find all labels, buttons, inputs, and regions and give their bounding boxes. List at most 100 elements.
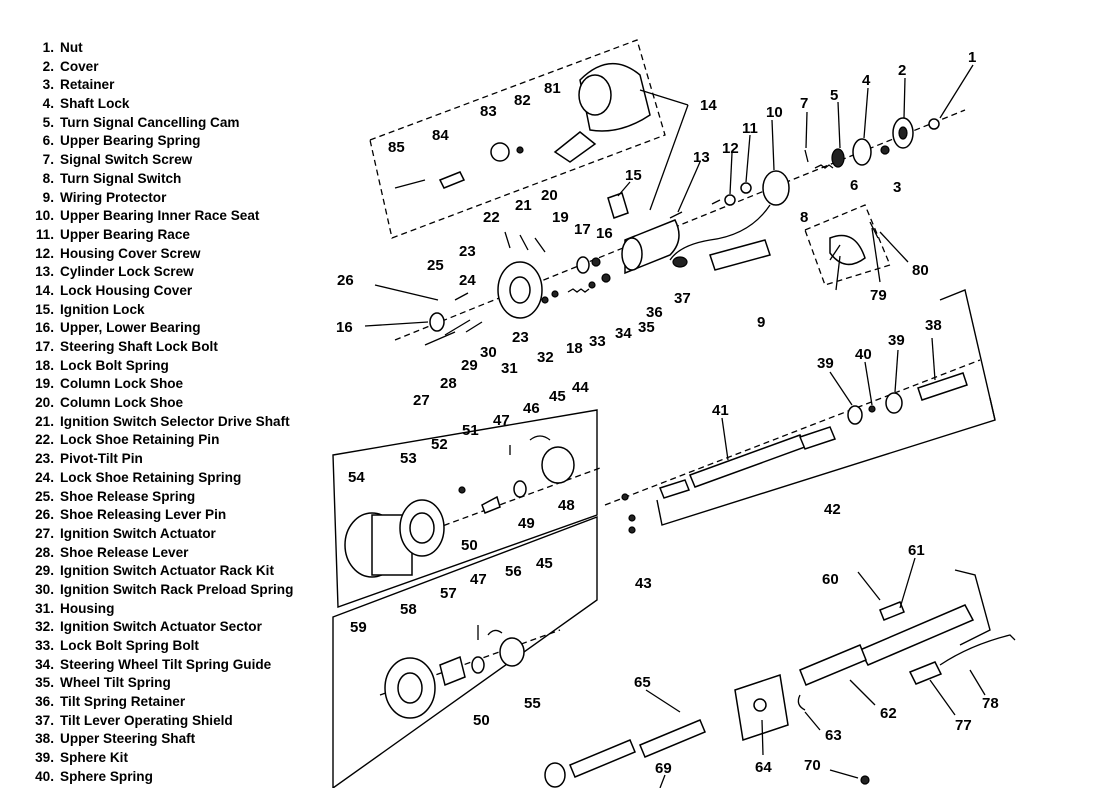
legend-item-number: 12. (35, 245, 54, 261)
callout-26: 26 (337, 272, 354, 289)
callout-28: 28 (440, 375, 457, 392)
legend-item-label: Housing (60, 600, 115, 616)
legend-item: 14.Lock Housing Cover (18, 282, 338, 301)
kit-part-85 (394, 179, 426, 189)
legend-item-number: 19. (35, 376, 54, 392)
legend-item: 30. Ignition Switch Rack Preload Spring (18, 581, 338, 600)
callout-19: 19 (552, 209, 569, 226)
callout-47-upper: 47 (493, 412, 510, 429)
callout-5: 5 (830, 87, 838, 104)
legend-item-label: Ignition Switch Actuator Rack Kit (60, 563, 274, 579)
callout-2: 2 (898, 62, 906, 79)
part-63 (797, 694, 806, 711)
callout-11: 11 (742, 120, 758, 137)
legend-item: 9.Wiring Protector (18, 189, 338, 208)
callout-10: 10 (766, 104, 783, 121)
legend-item-label: Lock Shoe Retaining Pin (60, 432, 220, 448)
callout-43: 43 (635, 575, 652, 592)
legend-item-number: 17. (35, 339, 54, 354)
callout-34: 34 (615, 325, 632, 342)
callout-82: 82 (514, 92, 531, 109)
callout-13: 13 (693, 149, 710, 166)
legend-item-label: Cover (60, 58, 99, 74)
kit-part-82 (516, 146, 524, 154)
callout-48: 48 (558, 497, 575, 514)
legend-item-number: 36. (35, 694, 54, 710)
callout-16-left: 16 (336, 319, 353, 336)
callout-61: 61 (908, 542, 925, 559)
cover-center (898, 126, 908, 140)
legend-item-label: Steering Shaft Lock Bolt (60, 339, 218, 354)
legend-item: 13.Cylinder Lock Screw (18, 263, 338, 282)
callout-51: 51 (462, 422, 479, 439)
legend-item: 26.Shoe Releasing Lever Pin (18, 506, 338, 525)
legend-item-number: 11. (35, 226, 54, 242)
legend-item: 11.Upper Bearing Race (18, 226, 338, 245)
part-50-upper (481, 495, 501, 514)
legend-item-number: 4. (42, 96, 54, 112)
callout-54: 54 (348, 469, 365, 486)
legend-item-number: 18. (35, 357, 54, 373)
lower-shaft-part (689, 434, 806, 488)
legend-item-number: 28. (35, 544, 54, 560)
legend-item-number: 31. (35, 600, 54, 616)
callout-60: 60 (822, 571, 839, 588)
tilt-shield-part (601, 273, 611, 283)
legend-item: 35.Wheel Tilt Spring (18, 674, 338, 693)
callout-56: 56 (505, 563, 522, 580)
legend-item-number: 35. (35, 675, 54, 691)
legend-item: 37.Tilt Lever Operating Shield (18, 712, 338, 731)
legend-item-number: 30. (35, 581, 54, 597)
legend-item-label: Ignition Switch Rack Preload Spring (60, 581, 294, 597)
callout-35: 35 (638, 319, 655, 336)
legend-item-label: Pivot-Tilt Pin (60, 451, 143, 467)
callout-3: 3 (893, 179, 901, 196)
lock-housing-cover-kit-end (578, 74, 612, 116)
callout-79: 79 (870, 287, 887, 304)
legend-item-label: Lock Bolt Spring (60, 357, 169, 373)
legend-item: 33.Lock Bolt Spring Bolt (18, 637, 338, 656)
legend-item-number: 26. (35, 507, 54, 523)
legend-item: 36. Tilt Spring Retainer (18, 693, 338, 712)
callout-77: 77 (955, 717, 972, 734)
callout-22: 22 (483, 209, 500, 226)
lever-part-28 (444, 319, 471, 336)
callout-14: 14 (700, 97, 717, 114)
part-64-hole (753, 698, 767, 712)
legend-item-label: Column Lock Shoe (60, 376, 184, 392)
legend-item: 18. Lock Bolt Spring (18, 357, 338, 376)
legend-item: 19. Column Lock Shoe (18, 375, 338, 394)
callout-40: 40 (855, 346, 872, 363)
part-62-tube (799, 644, 867, 686)
callout-63: 63 (825, 727, 842, 744)
legend-item-label: Turn Signal Cancelling Cam (60, 114, 240, 130)
lower-bearing-part (429, 312, 445, 332)
callout-23-bottom: 23 (512, 329, 529, 346)
part-58 (439, 655, 466, 687)
part-43-b (628, 514, 636, 522)
part-56 (487, 629, 503, 636)
callout-53: 53 (400, 450, 417, 467)
callout-7: 7 (800, 95, 808, 112)
legend-item-label: Tilt Spring Retainer (60, 694, 186, 710)
legend-item-label: Cylinder Lock Screw (60, 264, 194, 280)
legend-item-label: Upper Bearing Spring (60, 133, 201, 149)
legend-item-number: 3. (42, 77, 54, 93)
wiring-protector-part (709, 239, 771, 271)
kit-part-81 (553, 131, 597, 163)
shaft-axis-line (604, 359, 981, 506)
legend-item-number: 9. (42, 189, 54, 205)
callout-81: 81 (544, 80, 561, 97)
callout-6: 6 (850, 177, 858, 194)
part-43-c (628, 526, 636, 534)
callout-59: 59 (350, 619, 367, 636)
part-46 (529, 435, 551, 441)
callout-12: 12 (722, 140, 739, 157)
part-lower-shaft (569, 739, 636, 778)
legend-item-number: 37. (35, 712, 54, 728)
callout-20: 20 (541, 187, 558, 204)
lock-housing-cover-end (621, 237, 643, 271)
spring-guide-part (551, 290, 559, 298)
legend-item: 39.Sphere Kit (18, 749, 338, 768)
